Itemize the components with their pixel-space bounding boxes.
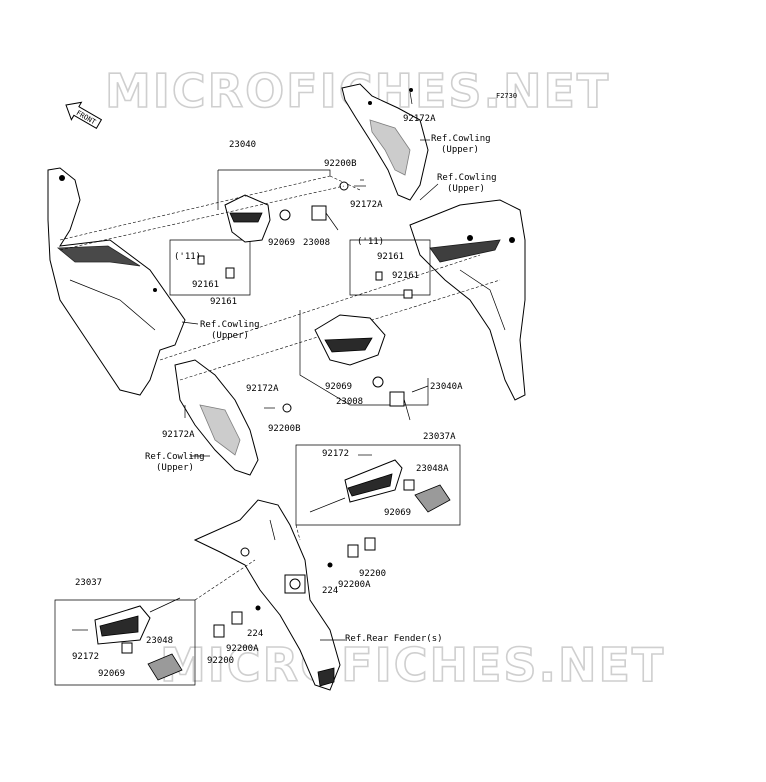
label-92161-a1: 92161 — [192, 280, 219, 290]
figure-code: F2730 — [496, 92, 517, 100]
label-23008-a: 23008 — [303, 238, 330, 248]
label-23040: 23040 — [229, 140, 256, 150]
label-23048A: 23048A — [416, 464, 449, 474]
label-92200B-mid: 92200B — [268, 424, 301, 434]
label-224-r: 224 — [322, 586, 338, 596]
assembly-box-23040 — [59, 169, 366, 296]
label-23037: 23037 — [75, 578, 102, 588]
label-92200B-top: 92200B — [324, 159, 357, 169]
label-ref-cowling-4: Ref.Cowling — [145, 452, 205, 462]
label-year-11-b: ('11) — [357, 237, 384, 247]
watermark-bottom: MICROFICHES.NET — [160, 638, 665, 692]
label-ref-cowling-4-sub: (Upper) — [156, 463, 194, 473]
label-92069-b: 92069 — [325, 382, 352, 392]
upper-cowling-right-top — [341, 83, 429, 201]
label-92069-a: 92069 — [268, 238, 295, 248]
label-year-11-a: ('11) — [174, 252, 201, 262]
label-224-l: 224 — [247, 629, 263, 639]
label-23048: 23048 — [146, 636, 173, 646]
label-92200-r: 92200 — [359, 569, 386, 579]
label-ref-rear-fender: Ref.Rear Fender(s) — [345, 634, 443, 644]
label-92172A-top2: 92172A — [350, 200, 383, 210]
bolt-92172A-top — [409, 88, 413, 105]
label-92069-d: 92069 — [98, 669, 125, 679]
upper-cowling-left-small — [174, 359, 259, 476]
label-23037A: 23037A — [423, 432, 456, 442]
label-92161-b1: 92161 — [377, 252, 404, 262]
label-92200-l: 92200 — [207, 656, 234, 666]
label-23008-b: 23008 — [336, 397, 363, 407]
label-92172A-left: 92172A — [162, 430, 195, 440]
label-92200A-r: 92200A — [338, 580, 371, 590]
label-ref-cowling-2-sub: (Upper) — [447, 184, 485, 194]
label-92161-b2: 92161 — [392, 271, 419, 281]
upper-cowling-left-large — [47, 167, 186, 396]
leader-lines — [181, 139, 439, 641]
label-ref-cowling-1: Ref.Cowling — [431, 134, 491, 144]
label-92161-a2: 92161 — [210, 297, 237, 307]
labels: 23040 92200B 92172A 92172A Ref.Cowling (… — [72, 114, 497, 679]
label-ref-cowling-3-sub: (Upper) — [211, 331, 249, 341]
label-92172-right: 92172 — [322, 449, 349, 459]
label-92200A-l: 92200A — [226, 644, 259, 654]
label-23040A: 23040A — [430, 382, 463, 392]
assembly-box-23040A — [159, 239, 501, 421]
upper-cowling-right-large — [409, 199, 526, 401]
label-ref-cowling-2: Ref.Cowling — [437, 173, 497, 183]
label-ref-cowling-3: Ref.Cowling — [200, 320, 260, 330]
label-92172A-mid: 92172A — [246, 384, 279, 394]
label-92172A-top1: 92172A — [403, 114, 436, 124]
assembly-box-23037A — [295, 444, 461, 526]
label-ref-cowling-1-sub: (Upper) — [441, 145, 479, 155]
front-arrow-icon: FRONT — [65, 101, 103, 130]
label-92069-c: 92069 — [384, 508, 411, 518]
rear-fender — [193, 499, 376, 691]
label-92172-left: 92172 — [72, 652, 99, 662]
assembly-box-23037 — [54, 597, 196, 686]
